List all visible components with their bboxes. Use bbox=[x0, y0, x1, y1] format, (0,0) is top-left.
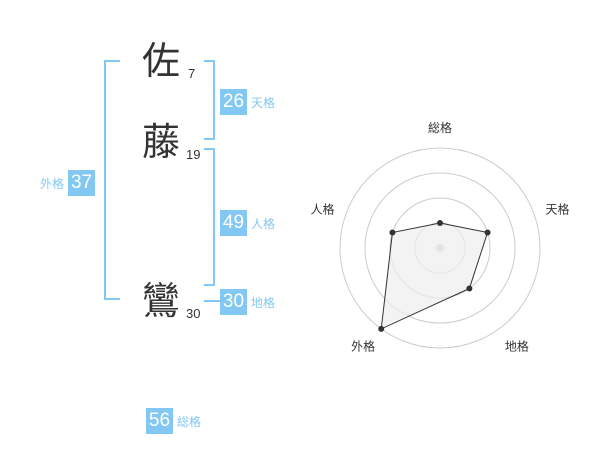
gaikaku-bracket-top bbox=[104, 60, 120, 62]
gaikaku-bracket-vertical bbox=[104, 60, 106, 300]
tenkaku-label: 天格 bbox=[251, 95, 276, 110]
soukaku-badge: 56 総格 bbox=[146, 408, 201, 434]
radar-data-point bbox=[466, 285, 473, 292]
radar-data-polygon bbox=[380, 222, 489, 330]
name-char-1: 佐 bbox=[142, 39, 181, 83]
jinkaku-bracket-top bbox=[204, 148, 215, 150]
radar-axis-label: 外格 bbox=[351, 339, 375, 354]
radar-data-point bbox=[484, 229, 491, 236]
gaikaku-value: 37 bbox=[68, 170, 96, 196]
gaikaku-bracket-bottom bbox=[104, 298, 120, 300]
chikaku-badge: 30 地格 bbox=[220, 289, 275, 315]
name-char-3: 鸞 bbox=[142, 279, 181, 323]
name-char-3-strokes: 30 bbox=[186, 306, 201, 321]
radar-data-point bbox=[378, 325, 385, 332]
radar-grid-ring bbox=[364, 172, 516, 324]
tenkaku-bracket-bottom bbox=[204, 138, 215, 140]
tenkaku-bracket-vertical bbox=[213, 60, 215, 140]
radar-axis-label: 総格 bbox=[428, 120, 452, 135]
soukaku-label: 総格 bbox=[177, 414, 202, 429]
chikaku-value: 30 bbox=[220, 289, 247, 315]
chikaku-connector bbox=[204, 300, 220, 302]
jinkaku-badge: 49 人格 bbox=[220, 210, 275, 236]
radar-axis-label: 人格 bbox=[310, 201, 334, 216]
jinkaku-bracket-vertical bbox=[213, 148, 215, 286]
tenkaku-badge: 26 天格 bbox=[220, 89, 275, 115]
jinkaku-value: 49 bbox=[220, 210, 247, 236]
radar-axis-label: 天格 bbox=[546, 201, 570, 216]
radar-axis-label: 地格 bbox=[505, 339, 529, 354]
radar-data-point bbox=[437, 220, 443, 226]
name-char-1-strokes: 7 bbox=[188, 66, 196, 81]
soukaku-value: 56 bbox=[146, 408, 173, 434]
jinkaku-bracket-bottom bbox=[204, 284, 215, 286]
gaikaku-label: 外格 bbox=[40, 176, 65, 191]
name-char-2: 藤 bbox=[142, 120, 181, 164]
tenkaku-bracket-top bbox=[204, 60, 215, 62]
chikaku-label: 地格 bbox=[251, 295, 276, 310]
name-char-2-strokes: 19 bbox=[186, 147, 201, 162]
tenkaku-value: 26 bbox=[220, 89, 247, 115]
radar-data-point bbox=[389, 229, 396, 236]
radar-grid-ring bbox=[339, 147, 541, 349]
gaikaku-badge: 外格 37 bbox=[40, 170, 96, 196]
jinkaku-label: 人格 bbox=[251, 216, 276, 231]
